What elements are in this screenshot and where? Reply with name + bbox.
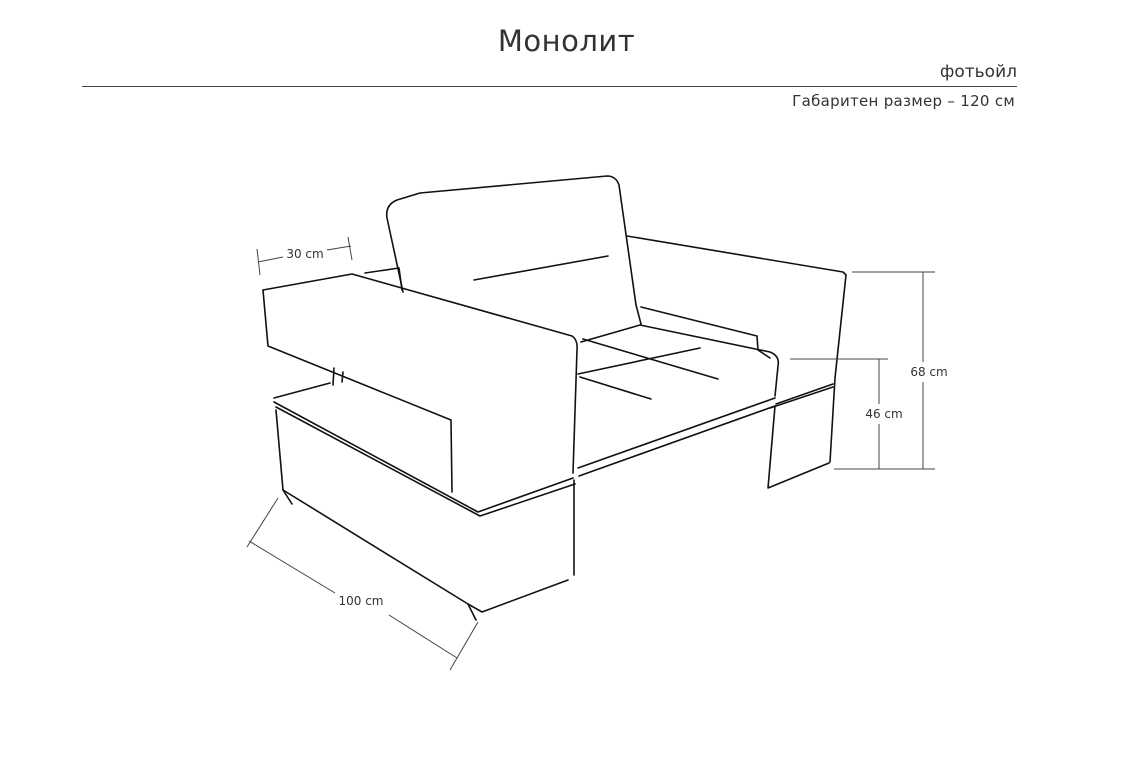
- height-dimensions: [790, 271, 935, 470]
- backrest: [385, 175, 642, 325]
- product-type: фотьойл: [939, 62, 1017, 82]
- overall-size-label: Габаритен размер – 120 см: [792, 92, 1015, 110]
- right-armrest: [626, 235, 847, 463]
- product-title: Монолит: [497, 24, 636, 58]
- back-height-label: 68 cm: [910, 365, 947, 379]
- header-divider: [82, 86, 1017, 87]
- armrest-width-label: 30 cm: [286, 247, 323, 261]
- base: [273, 382, 830, 621]
- seat-cushion: [577, 324, 834, 477]
- seat-height-label: 46 cm: [865, 407, 902, 421]
- depth-dimension: [246, 497, 479, 671]
- armrest-width-dimension: [256, 236, 353, 276]
- left-armrest: [262, 267, 578, 493]
- depth-label: 100 cm: [338, 594, 383, 608]
